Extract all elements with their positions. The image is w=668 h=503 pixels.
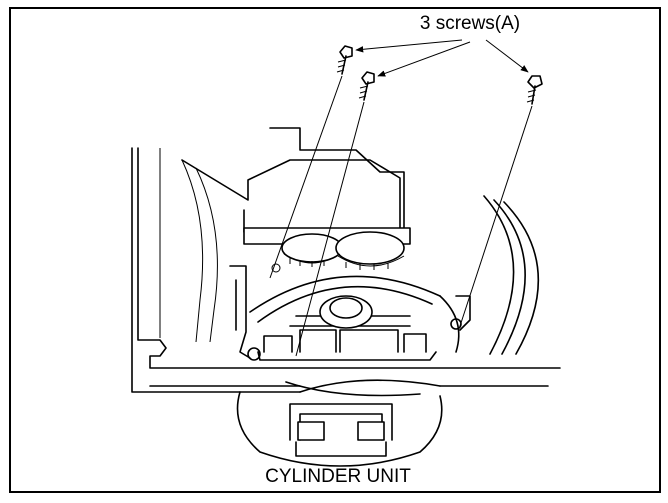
screws-callout-arrows: [355, 39, 529, 77]
cylinder-unit-body: [236, 381, 443, 467]
cylinder-unit-label: CYLINDER UNIT: [265, 466, 411, 487]
screw-2: [295, 71, 375, 357]
deck-chassis: [131, 147, 561, 393]
side-guide: [483, 195, 540, 355]
screw-1: [269, 45, 353, 279]
cylinder-drum: [229, 263, 471, 361]
screw-3: [459, 75, 543, 327]
gear-pair: [281, 231, 405, 270]
screws-label: 3 screws(A): [420, 13, 520, 34]
